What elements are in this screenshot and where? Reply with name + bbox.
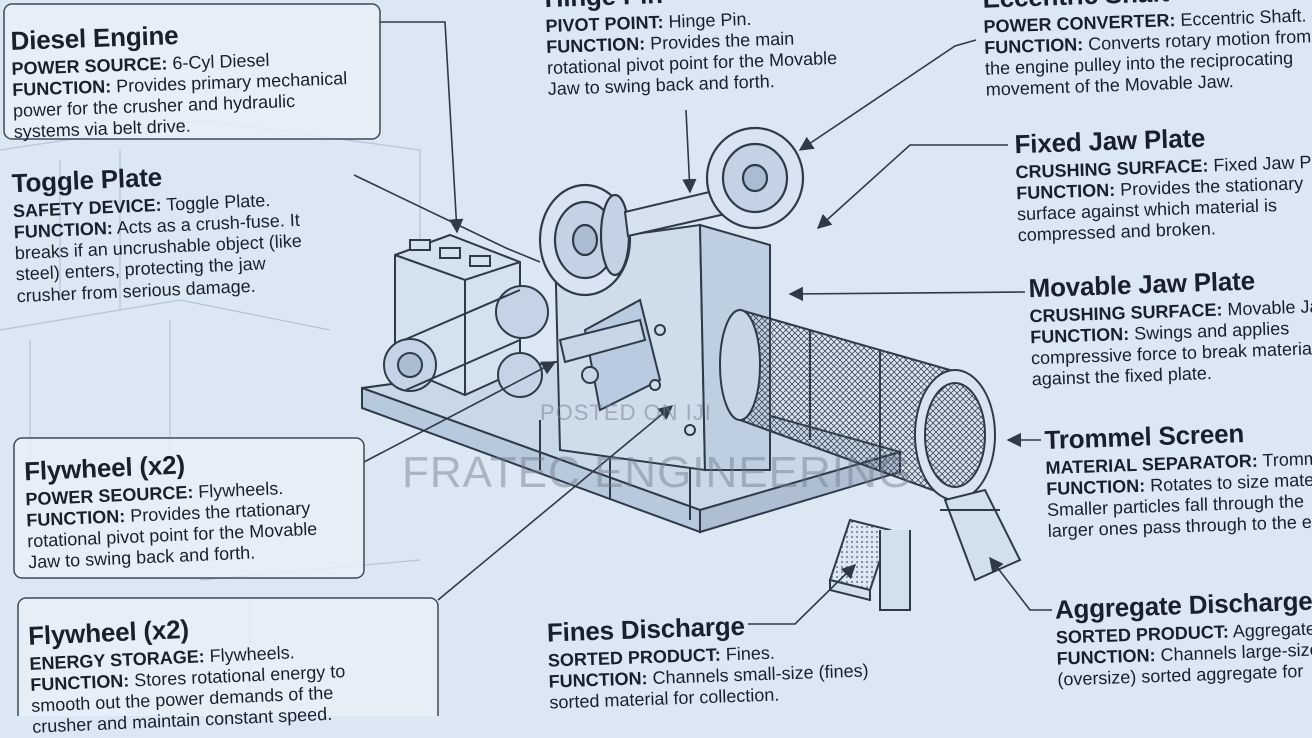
label-fixed-jaw-plate: Fixed Jaw Plate CRUSHING SURFACE: Fixed … xyxy=(1014,119,1312,247)
label-aggregate-discharge: Aggregate Discharge SORTED PRODUCT: Aggr… xyxy=(1054,585,1312,690)
label-flywheel-power: Flywheel (x2) POWER SEOURCE: Flywheels. … xyxy=(24,444,319,574)
watermark-line-1: POSTED ON IJI xyxy=(540,400,712,425)
label-eccentric-shaft: Eccentric Shaft POWER CONVERTER: Eccentr… xyxy=(982,0,1312,101)
label-movable-jaw-plate: Movable Jaw Plate CRUSHING SURFACE: Mova… xyxy=(1028,263,1312,391)
label-flywheel-energy: Flywheel (x2) ENERGY STORAGE: Flywheels.… xyxy=(28,607,348,738)
callout-box-flywheel-a xyxy=(13,437,365,579)
callout-box-flywheel-b xyxy=(17,597,439,716)
right-flywheel xyxy=(705,126,805,230)
label-toggle-plate: Toggle Plate SAFETY DEVICE: Toggle Plate… xyxy=(11,156,304,307)
label-fines-discharge: Fines Discharge SORTED PRODUCT: Fines. F… xyxy=(546,606,869,713)
callout-box-diesel xyxy=(3,3,381,140)
crusher-illustration xyxy=(0,3,1052,716)
discharge-chutes xyxy=(828,488,1022,611)
label-diesel-engine: Diesel Engine POWER SOURCE: 6-Cyl Diesel… xyxy=(10,14,349,143)
label-trommel-screen: Trommel Screen MATERIAL SEPARATOR: Tromm… xyxy=(1044,415,1312,543)
leader-lines xyxy=(353,21,1052,625)
watermark-line-2: FRATEC ENGINEERING xyxy=(402,448,914,497)
toggle-linkage xyxy=(558,318,647,384)
diesel-engine xyxy=(383,233,549,398)
label-hinge-pin: Hinge Pin PIVOT POINT: Hinge Pin. FUNCTI… xyxy=(544,0,838,101)
left-flywheel xyxy=(538,183,632,297)
